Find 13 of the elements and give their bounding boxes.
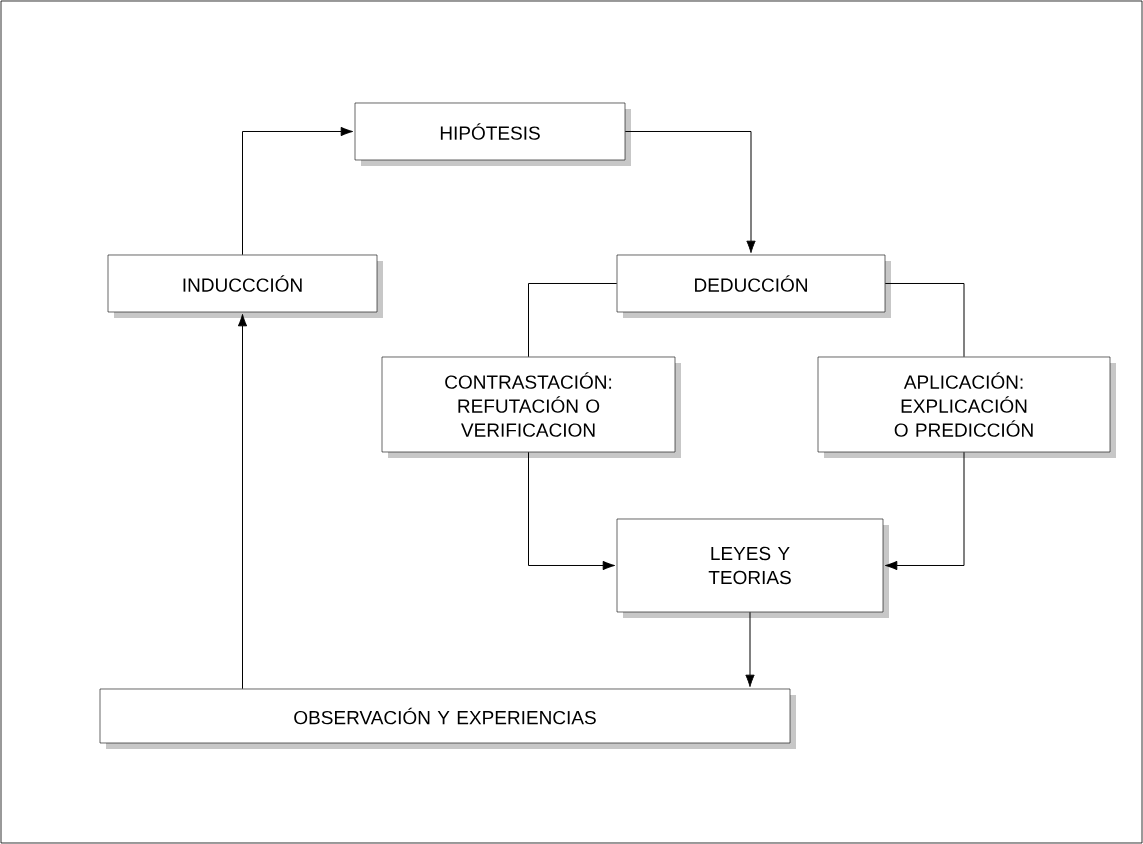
- arrow: [242, 126, 354, 256]
- arrow: [237, 313, 248, 690]
- process-box: APLICACIÓN: EXPLICACIÓN O PREDICCIÓN: [817, 356, 1116, 458]
- process-box: CONTRASTACIÓN: REFUTACIÓN O VERIFICACION: [381, 356, 681, 458]
- arrow: [528, 451, 616, 571]
- arrow: [624, 131, 756, 254]
- arrow: [884, 451, 965, 571]
- process-box: LEYES Y TEORIAS: [616, 518, 889, 618]
- process-box: DEDUCCIÓN: [616, 254, 891, 318]
- arrow: [745, 611, 755, 688]
- process-box: OBSERVACIÓN Y EXPERIENCIAS: [99, 688, 796, 749]
- process-box: INDUCCCIÓN: [107, 254, 383, 318]
- process-box: HIPÓTESIS: [354, 102, 631, 166]
